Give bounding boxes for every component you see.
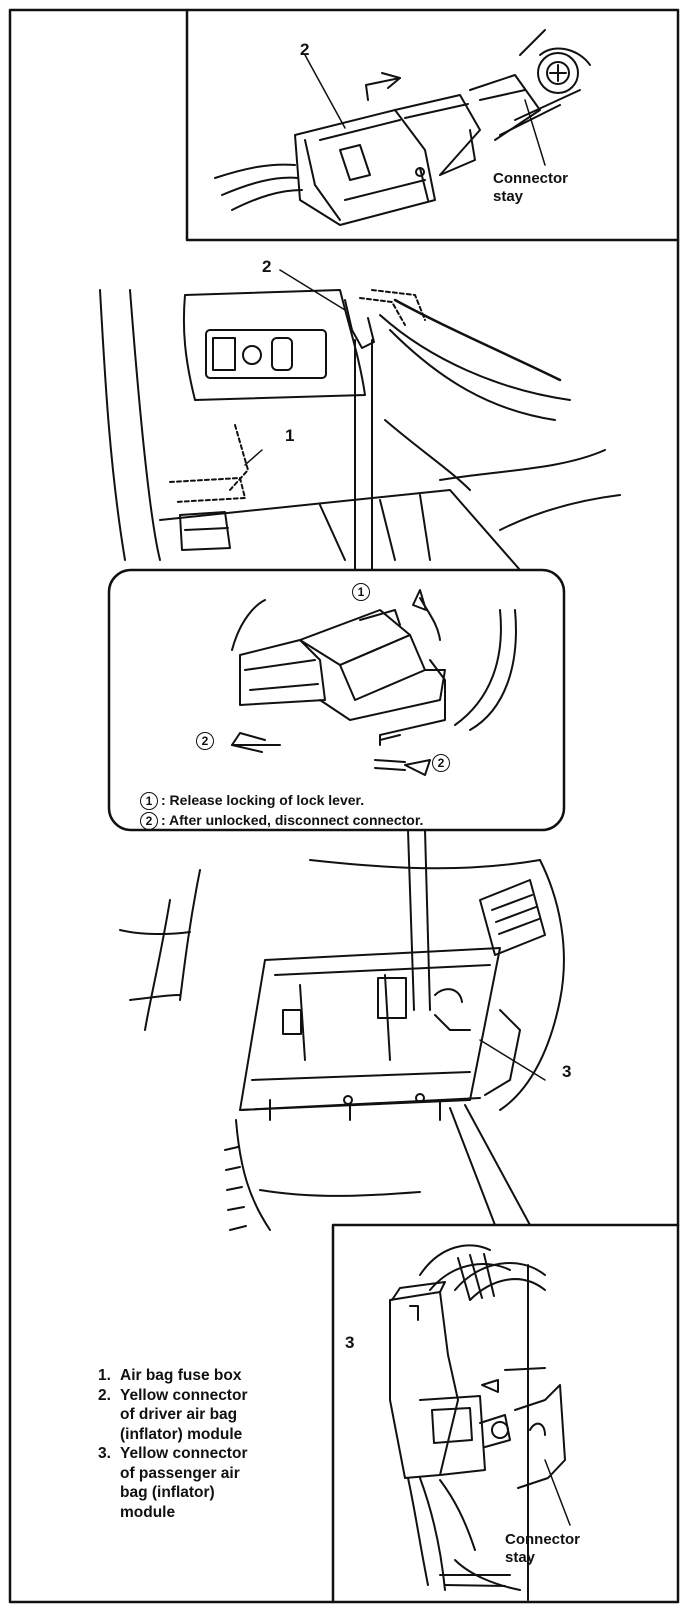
parts-legend: 1.Air bag fuse box 2.Yellow connector of… xyxy=(98,1366,328,1522)
step2-right-marker: 2 xyxy=(432,754,453,772)
top-inset-connector-drawing xyxy=(214,29,591,226)
step1-caption: 1: Release locking of lock lever. xyxy=(140,792,364,811)
legend-item: 3.Yellow connector of passenger air bag … xyxy=(98,1445,248,1521)
top-inset-frame xyxy=(185,8,680,242)
bottom-inset-frame xyxy=(331,1223,680,1604)
legend-item: 1.Air bag fuse box xyxy=(98,1367,242,1384)
lower-dashboard-drawing xyxy=(119,859,565,1231)
step1-marker: 1 xyxy=(352,583,373,601)
middle-inset-connector-drawing xyxy=(231,589,517,776)
legend-item: 2.Yellow connector of driver air bag (in… xyxy=(98,1386,248,1443)
top-inset-callout-2: 2 xyxy=(300,40,310,59)
bottom-inset-callout-3: 3 xyxy=(345,1333,355,1352)
leader-line-middle-to-lower xyxy=(407,829,415,1011)
step2-left-marker: 2 xyxy=(196,732,217,750)
bottom-inset-connector-drawing xyxy=(389,1244,571,1601)
outer-frame xyxy=(8,8,680,1604)
top-connector-stay-label: Connector stay xyxy=(493,170,568,205)
main-callout-3: 3 xyxy=(562,1062,572,1081)
upper-dashboard-drawing xyxy=(99,269,621,571)
main-callout-1: 1 xyxy=(285,426,295,445)
bottom-connector-stay-label: Connector stay xyxy=(505,1531,580,1566)
middle-inset-frame xyxy=(107,568,566,832)
main-callout-2: 2 xyxy=(262,257,272,276)
step2-caption: 2: After unlocked, disconnect connector. xyxy=(140,812,423,831)
